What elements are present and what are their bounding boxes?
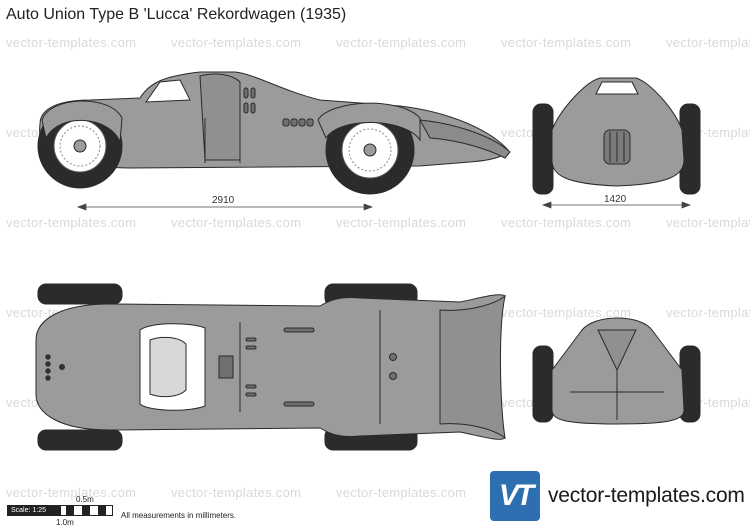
watermark-text: vector-templates.com <box>501 215 631 230</box>
top-engine-cap-1 <box>389 353 397 361</box>
top-engine-cap-2 <box>389 372 397 380</box>
rear-view <box>532 317 701 425</box>
scale-segment <box>82 506 90 515</box>
side-view <box>37 71 511 195</box>
watermark-text: vector-templates.com <box>171 485 301 500</box>
watermark-text: vector-templates.com <box>501 35 631 50</box>
top-vents <box>245 327 315 407</box>
track-label: 1420 <box>604 194 627 205</box>
top-steering <box>149 336 187 398</box>
page-title: Auto Union Type B 'Lucca' Rekordwagen (1… <box>6 6 347 23</box>
watermark-text: vector-templates.com <box>6 35 136 50</box>
watermark-text: vector-templates.com <box>6 485 136 500</box>
watermark-text: vector-templates.com <box>666 35 750 50</box>
scale-segment <box>66 506 74 515</box>
scale-segment <box>98 506 106 515</box>
rear-fin <box>597 329 637 372</box>
watermark-text: vector-templates.com <box>171 215 301 230</box>
rear-left-tire <box>532 345 554 423</box>
top-nose-dots <box>45 354 65 381</box>
front-windscreen <box>595 81 639 95</box>
watermark-text: vector-templates.com <box>336 35 466 50</box>
front-view <box>532 77 701 195</box>
side-windscreen <box>145 79 191 103</box>
watermark-text: vector-templates.com <box>666 215 750 230</box>
vt-logo: VT <box>490 471 540 521</box>
scale-one-meter: 1.0m <box>56 518 74 527</box>
wheelbase-label: 2910 <box>212 195 235 206</box>
wheelbase-dimension <box>77 203 373 211</box>
scale-bar: Scale: 1:25 <box>7 505 113 516</box>
top-view <box>35 283 506 451</box>
watermark-text: vector-templates.com <box>336 485 466 500</box>
watermark-text: vector-templates.com <box>501 305 631 320</box>
measurement-note: All measurements in millimeters. <box>121 511 237 520</box>
side-rear-fender <box>317 102 421 142</box>
side-headrest <box>199 73 241 161</box>
top-front-right-tire <box>37 429 123 451</box>
scale-half-meter: 0.5m <box>76 495 94 504</box>
side-front-fender <box>41 100 123 143</box>
side-rear-wheel <box>325 105 415 195</box>
scale-label: Scale: 1:25 <box>8 506 61 515</box>
side-vents <box>243 87 314 127</box>
front-left-tire <box>532 103 554 195</box>
brand-text: vector-templates.com <box>548 484 745 507</box>
top-front-left-tire <box>37 283 123 305</box>
top-tail-fins <box>439 294 506 440</box>
top-fuel-cap <box>218 355 234 379</box>
watermark-text: vector-templates.com <box>336 215 466 230</box>
watermark-text: vector-templates.com <box>171 35 301 50</box>
watermark-text: vector-templates.com <box>666 305 750 320</box>
side-tail <box>419 119 511 159</box>
rear-body <box>551 317 685 425</box>
track-dimension <box>542 201 691 209</box>
watermark-text: vector-templates.com <box>6 215 136 230</box>
top-body <box>35 294 506 440</box>
